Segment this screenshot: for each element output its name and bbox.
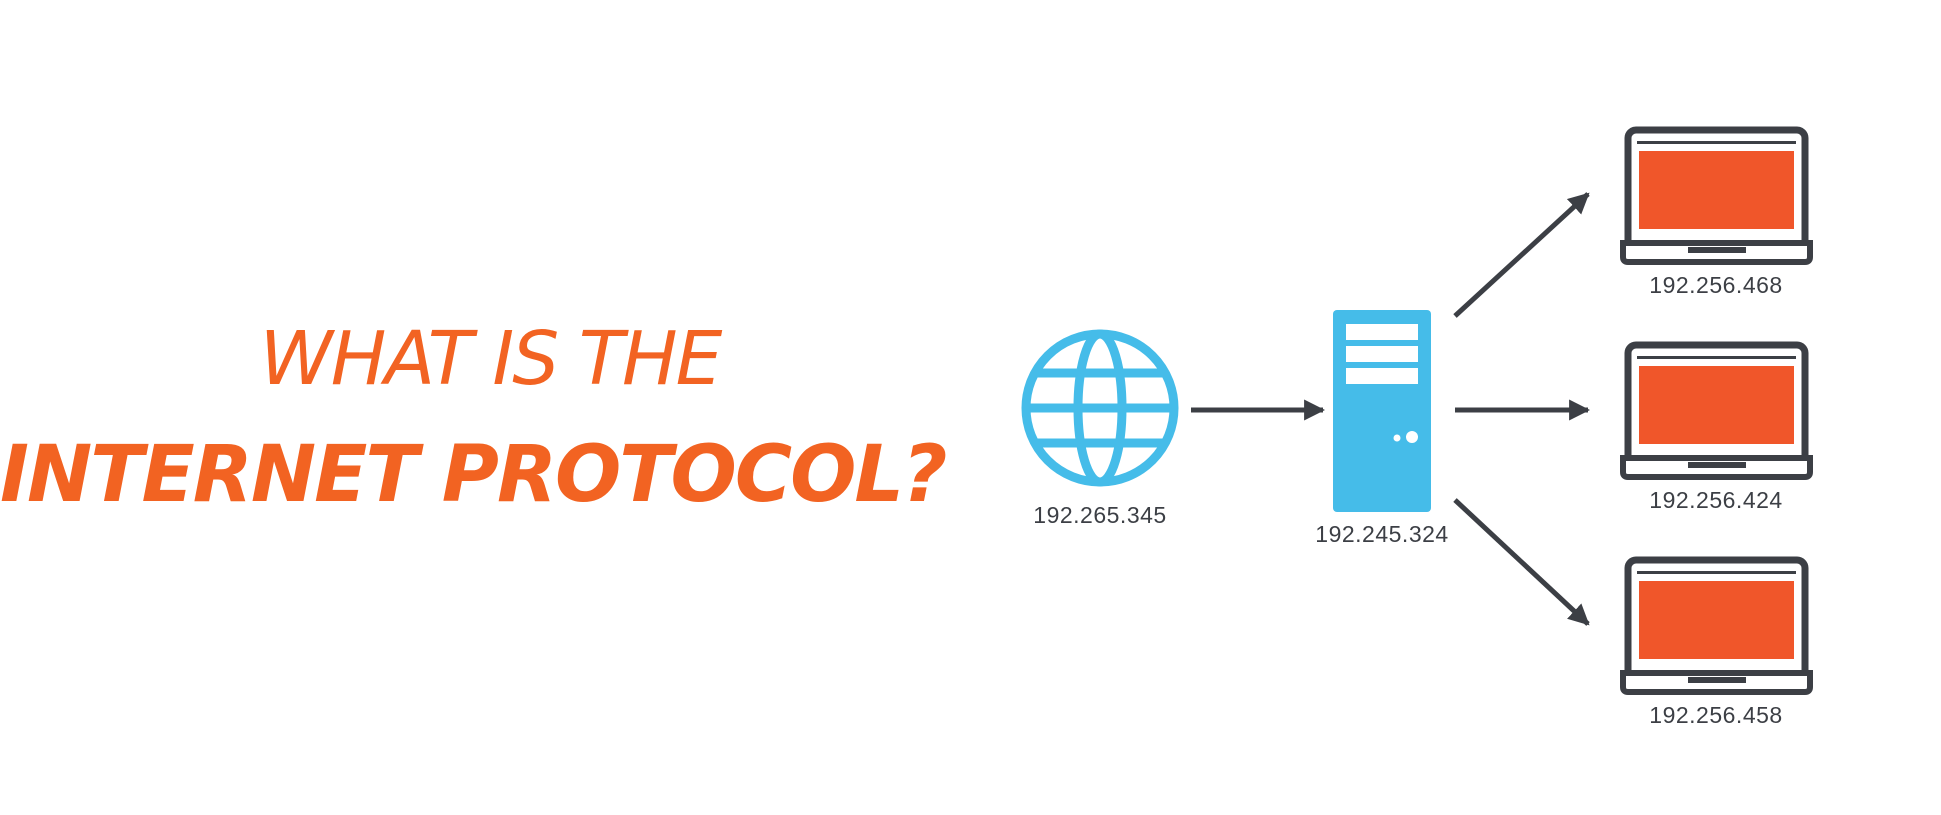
internet-ip-label: 192.265.345 bbox=[1033, 502, 1166, 528]
laptop-3-ip-label: 192.256.458 bbox=[1649, 702, 1782, 728]
arrow-server-to-laptop-1 bbox=[1453, 192, 1590, 318]
headline: WHAT IS THE INTERNET PROTOCOL? bbox=[0, 316, 947, 520]
arrow-server-to-laptop-3 bbox=[1453, 498, 1590, 626]
server-icon bbox=[1333, 310, 1431, 512]
globe-icon bbox=[1021, 329, 1179, 487]
headline-line-2: INTERNET PROTOCOL? bbox=[0, 430, 947, 520]
laptop-icon bbox=[1620, 556, 1813, 695]
headline-line-1: WHAT IS THE bbox=[259, 316, 723, 402]
laptop-2-ip-label: 192.256.424 bbox=[1649, 487, 1782, 513]
laptop-icon bbox=[1620, 126, 1813, 265]
server-ip-label: 192.245.324 bbox=[1315, 521, 1448, 547]
laptop-1-ip-label: 192.256.468 bbox=[1649, 272, 1782, 298]
laptop-icon bbox=[1620, 341, 1813, 480]
